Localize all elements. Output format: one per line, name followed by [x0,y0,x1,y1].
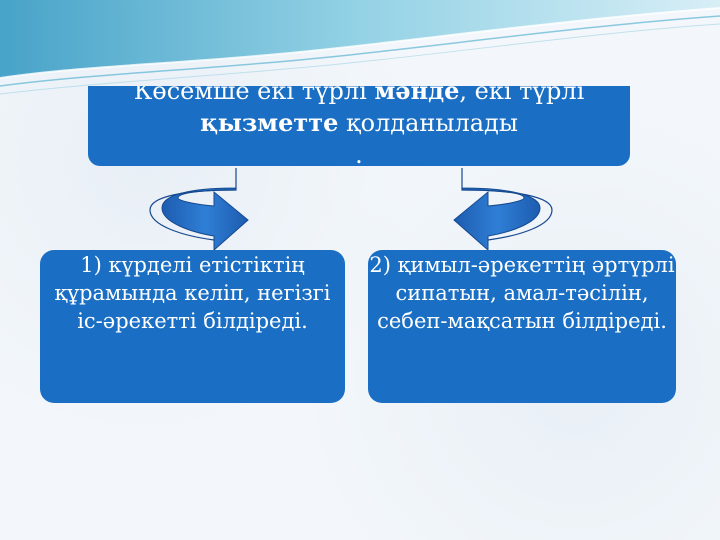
main-statement-period: . [355,141,363,166]
main-statement-box: Көсемше екі түрлі мәнде, екі түрлі қызме… [88,86,630,166]
main-statement-part1: Көсемше екі түрлі [133,86,375,105]
main-statement-part3: қолданылады [338,109,518,137]
main-statement-bold-function: қызметте [200,108,339,137]
first-meaning-box: 1) күрделі етістіктің құрамында келіп, н… [40,250,345,403]
second-meaning-text: 2) қимыл-әрекеттің әртүрлі сипатын, амал… [369,253,675,333]
first-meaning-text: 1) күрделі етістіктің құрамында келіп, н… [54,253,331,333]
main-statement-text: Көсемше екі түрлі мәнде, екі түрлі қызме… [94,86,624,166]
main-statement-bold-meaning: мәнде [374,86,460,105]
main-statement-part2: , екі түрлі [459,86,585,105]
second-meaning-box: 2) қимыл-әрекеттің әртүрлі сипатын, амал… [368,250,676,403]
header-wave-decoration [0,0,720,95]
